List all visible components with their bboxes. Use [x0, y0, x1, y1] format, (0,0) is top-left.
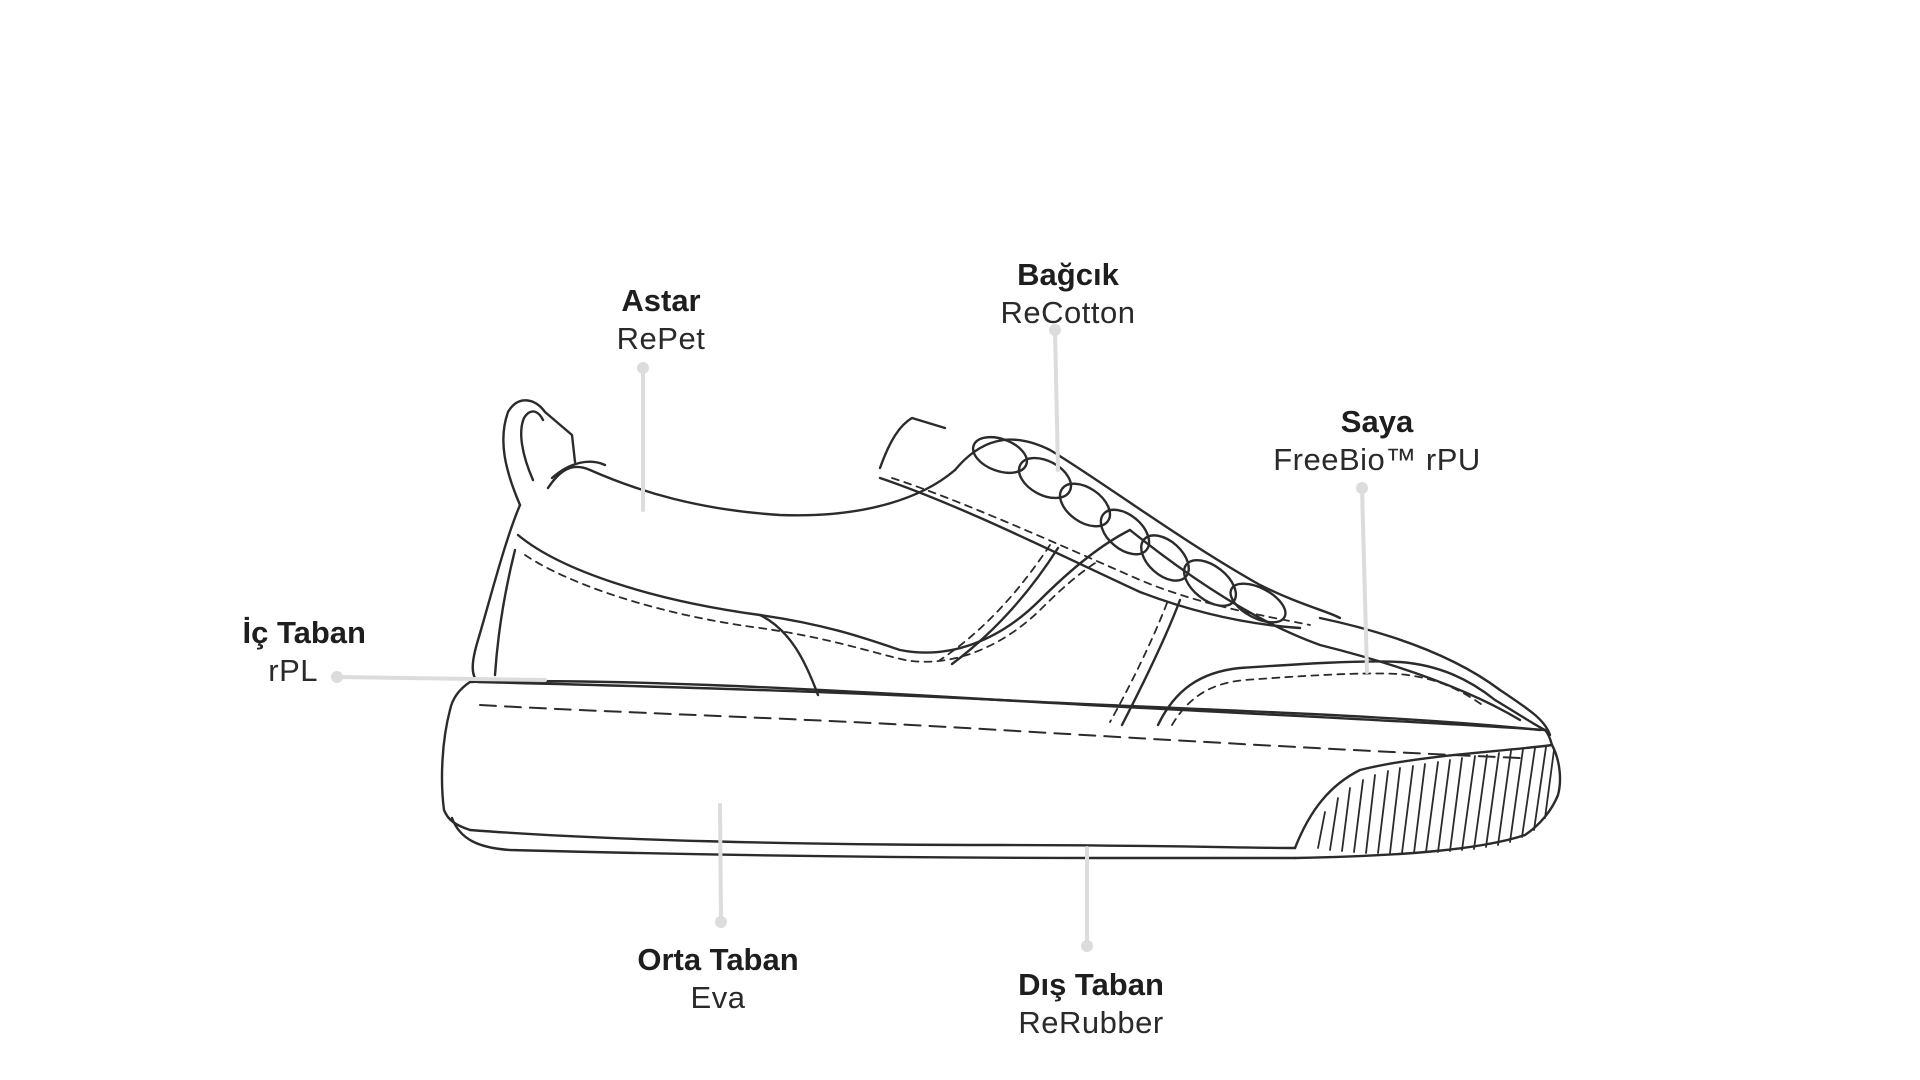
part-name-bagcik: Bağcık — [1017, 257, 1119, 292]
heel-pull-tab-inner — [520, 410, 545, 482]
upper-lower-edge — [476, 680, 1542, 732]
quarter-panel — [516, 528, 1132, 654]
lower-diagonal-seam — [939, 544, 1051, 661]
label-ic-taban: İç Taban rPL — [243, 614, 366, 690]
laces — [971, 435, 1287, 624]
toe-bumper-ridges — [1317, 746, 1555, 854]
sneaker-illustration — [440, 399, 1562, 860]
collar-inner — [550, 460, 607, 480]
part-name-astar: Astar — [621, 283, 701, 318]
leader-dis-taban — [1081, 846, 1093, 952]
midsole-stitch — [479, 704, 1521, 759]
collar-topline — [546, 465, 957, 517]
part-name-orta-taban: Orta Taban — [637, 942, 799, 977]
outsole-bottom — [450, 816, 1297, 860]
label-astar: Astar RePet — [617, 282, 706, 358]
side-seam-stitch — [1109, 602, 1168, 723]
label-dis-taban: Dış Taban ReRubber — [1018, 966, 1164, 1042]
label-saya: Saya FreeBio™ rPU — [1273, 403, 1481, 479]
quarter-stitch — [524, 554, 1101, 663]
vamp-front-2 — [1128, 528, 1522, 722]
leader-saya — [1356, 482, 1369, 674]
vamp-front — [1318, 616, 1552, 737]
midsole-back — [440, 708, 472, 832]
midsole-bottom — [468, 828, 1297, 850]
side-seam — [1120, 598, 1182, 727]
quarter-panel-lower — [758, 613, 820, 697]
leader-bagcik — [1049, 324, 1061, 472]
tongue — [878, 416, 947, 470]
heel-counter-inner — [493, 548, 517, 677]
part-material-bagcik: ReCotton — [1000, 295, 1136, 330]
midsole-top — [448, 679, 1554, 747]
label-orta-taban: Orta Taban Eva — [637, 941, 798, 1017]
label-bagcik: Bağcık ReCotton — [1001, 256, 1136, 332]
leader-lines — [331, 324, 1369, 952]
heel-back — [471, 503, 522, 684]
part-name-ic-taban: İç Taban — [242, 615, 366, 650]
part-name-saya: Saya — [1340, 404, 1414, 439]
part-material-orta-taban: Eva — [690, 980, 746, 1015]
part-material-dis-taban: ReRubber — [1018, 1005, 1164, 1040]
part-material-saya: FreeBio™ rPU — [1273, 442, 1481, 477]
heel-pull-tab — [502, 399, 577, 507]
eyestay-stitch — [891, 477, 1311, 626]
leader-ic-taban — [331, 671, 547, 683]
toe-cap — [1156, 660, 1547, 732]
part-material-astar: RePet — [616, 321, 706, 356]
leader-astar — [637, 362, 649, 512]
lower-diagonal-seam-solid — [950, 546, 1060, 666]
part-name-dis-taban: Dış Taban — [1018, 967, 1164, 1002]
eyestay-lower — [878, 476, 1302, 630]
part-material-ic-taban: rPL — [268, 653, 318, 688]
leader-orta-taban — [715, 803, 727, 928]
